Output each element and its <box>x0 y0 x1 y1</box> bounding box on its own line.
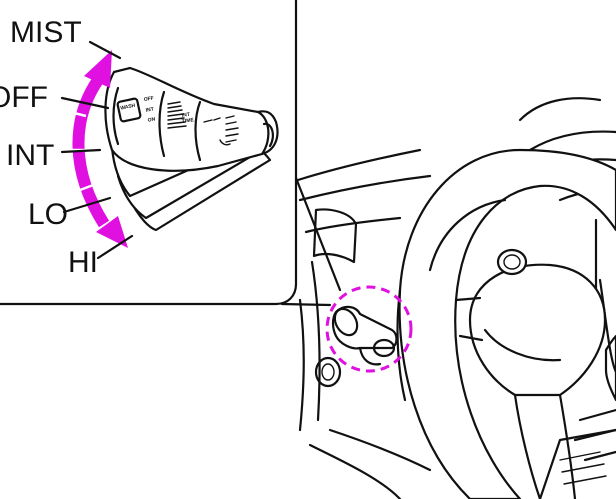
time-marking: TIME <box>182 117 195 125</box>
label-int: INT <box>6 139 54 172</box>
highlight-circle <box>325 285 413 373</box>
wash-marking: WASH <box>120 103 136 112</box>
off-marking: OFF <box>143 95 154 103</box>
int-time-marking: INT <box>182 112 191 119</box>
column-wiper-stalk <box>331 305 398 366</box>
label-lo: LO <box>28 198 68 231</box>
wiper-stalk-icon: WASH OFF INT ON INT TIME <box>104 66 279 232</box>
label-off: OFF <box>0 81 48 114</box>
int-time-scale <box>167 101 187 129</box>
direction-arrow-icon <box>69 50 128 248</box>
label-mist: MIST <box>10 16 82 49</box>
int-marking: INT <box>145 106 154 113</box>
leader-lines <box>60 40 134 260</box>
on-marking: ON <box>147 116 156 123</box>
label-hi: HI <box>68 246 98 279</box>
dashboard-scene <box>296 97 616 499</box>
steering-wheel-icon <box>396 148 616 499</box>
